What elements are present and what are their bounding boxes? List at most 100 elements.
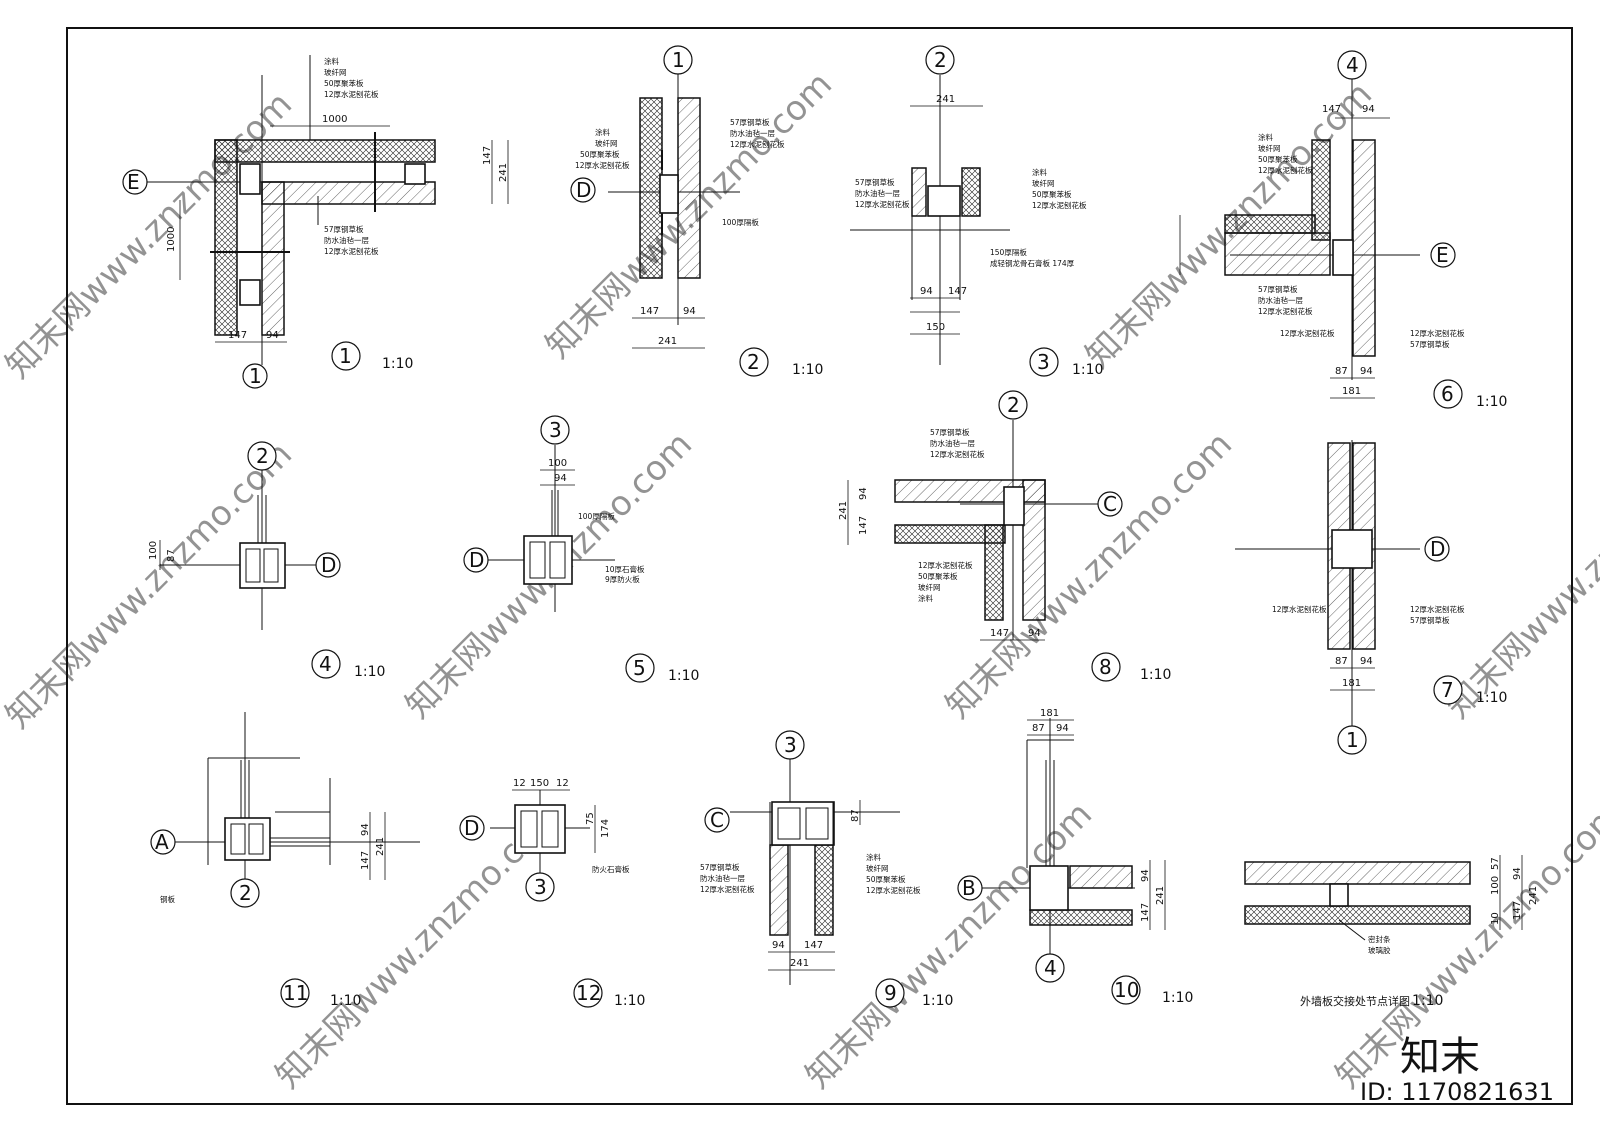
layer-label: 57厚钢草板 [855, 177, 895, 187]
axis-label-2: 2 [934, 48, 947, 72]
dimension-label: 147 [228, 330, 247, 341]
detail-2: 1 D 涂料 玻纤网 50厚聚苯板 12厚水泥刨花板 57厚钢草板 防水油毡一层… [570, 45, 823, 378]
layer-label: 玻纤网 [595, 138, 618, 148]
dimension-label: 147 [1322, 104, 1341, 115]
detail-6: 4 E 涂料 玻纤网 50厚聚苯板 12厚水泥刨花板 57厚钢草板 防水油毡一层… [1179, 50, 1507, 410]
layer-label: 12厚水泥刨花板 [866, 885, 921, 895]
dimension-label: 12 [513, 778, 526, 789]
axis-label-C: C [1103, 492, 1117, 516]
dimension-label: 147 [990, 628, 1009, 639]
axis-label-4: 4 [1346, 53, 1359, 77]
layer-label: 12厚水泥刨花板 [855, 199, 910, 209]
layer-label: 57厚钢草板 [700, 862, 740, 872]
detail-7: D 1 12厚水泥刨花板 12厚水泥刨花板 57厚钢草板 87 94 181 7… [1235, 440, 1507, 755]
axis-label-3: 3 [534, 875, 547, 899]
image-id: ID: 1170821631 [1360, 1078, 1554, 1106]
axis-label-2: 2 [239, 881, 252, 905]
layer-label: 钢板 [160, 894, 175, 904]
layer-label: 涂料 [866, 852, 881, 862]
dimension-label: 100 [148, 541, 159, 560]
dimension-label: 12 [556, 778, 569, 789]
layer-label: 成轻钢龙骨石膏板 174厚 [990, 258, 1075, 268]
layer-label: 50厚聚苯板 [580, 149, 620, 159]
detail-1: E 1 涂料 玻纤网 50厚聚苯板 12厚水泥刨花板 57厚钢草板 防水油毡一层… [122, 55, 509, 389]
detail-scale: 1:10 [922, 993, 953, 1009]
detail-scale: 1:10 [792, 362, 823, 378]
layer-label: 涂料 [918, 593, 933, 603]
watermark-text: 知末网www.znzmo.com [798, 794, 1100, 1096]
dimension-label: 94 [1028, 628, 1041, 639]
layer-label: 12厚水泥刨花板 [918, 560, 973, 570]
layer-label: 57厚钢草板 [324, 224, 364, 234]
watermark-text: 知末网www.znzmo.com [938, 424, 1240, 726]
dimension-label: 100 [548, 458, 567, 469]
dimension-label: 147 [360, 851, 371, 870]
dimension-label: 147 [640, 306, 659, 317]
dimension-label: 241 [1528, 886, 1539, 905]
layer-label: 防水油毡一层 [855, 188, 900, 198]
detail-4: 2 D 100 87 4 1:10 [148, 441, 385, 680]
axis-label-C: C [710, 808, 724, 832]
layer-label: 100厚隔板 [578, 511, 615, 521]
axis-label-3: 3 [784, 733, 797, 757]
axis-label-D: D [576, 178, 591, 202]
detail-12: D 3 防火石膏板 12 150 12 75 174 12 1:10 [459, 778, 645, 1009]
dimension-label: 94 [554, 473, 567, 484]
detail-scale: 1:10 [382, 356, 413, 372]
sheet-border [66, 27, 1573, 1105]
dimension-label: 94 [772, 940, 785, 951]
drawing-title-scale: 1:10 [1412, 993, 1443, 1009]
dimension-label: 94 [1140, 869, 1151, 882]
dimension-label: 87 [850, 809, 861, 822]
dimension-label: 181 [1342, 386, 1361, 397]
dimension-label: 94 [1512, 867, 1523, 880]
detail-number: 3 [1037, 350, 1050, 374]
layer-label: 12厚水泥刨花板 [1272, 604, 1327, 614]
detail-number: 6 [1441, 382, 1454, 406]
layer-label: 涂料 [1032, 167, 1048, 177]
detail-number: 11 [283, 981, 308, 1005]
layer-label: 50厚聚苯板 [324, 78, 364, 88]
brand-logo: 知末 [1400, 1034, 1480, 1080]
dimension-label: 147 [858, 516, 869, 535]
dimension-label: 241 [838, 501, 849, 520]
dimension-label: 150 [926, 322, 945, 333]
detail-wall-joint: 密封条 玻璃胶 57 100 10 94 147 241 外墙板交接处节点详图 … [1244, 855, 1539, 1009]
dimension-label: 57 [1490, 857, 1501, 870]
dimension-label: 87 [166, 549, 177, 562]
axis-label-D: D [464, 816, 479, 840]
layer-label: 50厚聚苯板 [1258, 154, 1298, 164]
layer-label: 12厚水泥刨花板 [1410, 604, 1465, 614]
dimension-label: 147 [1140, 903, 1151, 922]
axis-label-E: E [127, 170, 140, 194]
axis-label-2: 2 [1007, 393, 1020, 417]
layer-label: 57厚钢草板 [930, 427, 970, 437]
layer-label: 玻纤网 [918, 582, 941, 592]
layer-label: 防火石膏板 [592, 864, 630, 874]
detail-scale: 1:10 [354, 664, 385, 680]
dimension-label: 1000 [322, 114, 347, 125]
layer-label: 57厚钢草板 [1410, 339, 1450, 349]
layer-label: 12厚水泥刨花板 [930, 449, 985, 459]
dimension-label: 1000 [166, 227, 177, 252]
detail-scale: 1:10 [1476, 690, 1507, 706]
dimension-label: 87 [1335, 656, 1348, 667]
dimension-label: 94 [360, 823, 371, 836]
dimension-label: 241 [375, 837, 386, 856]
dimension-label: 87 [1032, 723, 1045, 734]
layer-label: 12厚水泥刨花板 [1258, 306, 1313, 316]
dimension-label: 147 [804, 940, 823, 951]
detail-scale: 1:10 [614, 993, 645, 1009]
dimension-label: 94 [1362, 104, 1375, 115]
dimension-label: 94 [683, 306, 696, 317]
layer-label: 涂料 [324, 56, 339, 66]
dimension-label: 181 [1040, 708, 1059, 719]
detail-scale: 1:10 [1162, 990, 1193, 1006]
axis-label-D: D [1430, 537, 1445, 561]
axis-label-D: D [321, 553, 336, 577]
axis-label-E: E [1436, 243, 1449, 267]
axis-label-3: 3 [549, 418, 562, 442]
dimension-label: 241 [790, 958, 809, 969]
drawing-title: 外墙板交接处节点详图 [1300, 994, 1410, 1008]
